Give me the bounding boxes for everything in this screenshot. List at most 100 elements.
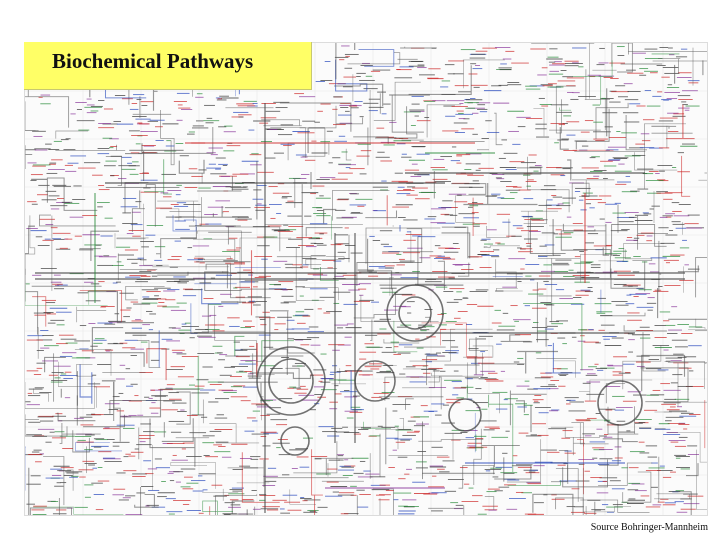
reaction-line (116, 237, 149, 240)
reaction-line (431, 372, 463, 377)
reaction-line (607, 406, 639, 435)
reaction-line (494, 112, 503, 146)
reaction-line (138, 127, 214, 154)
reaction-line (605, 383, 626, 404)
reaction-line (611, 224, 667, 257)
reaction-line (527, 156, 570, 213)
metabolic-cycle (398, 296, 432, 330)
reaction-line (172, 215, 197, 232)
reaction-line (672, 491, 692, 515)
reaction-line (428, 505, 465, 515)
reaction-line (520, 210, 558, 244)
reaction-line (600, 312, 646, 317)
reaction-line (451, 183, 487, 195)
reaction-line (365, 210, 398, 219)
reaction-line (201, 288, 239, 305)
reaction-line (132, 96, 172, 118)
reaction-line (197, 176, 242, 192)
reaction-line (33, 388, 50, 402)
reaction-line (496, 288, 523, 292)
reaction-line (202, 500, 233, 515)
reaction-line (695, 256, 707, 298)
reaction-line (144, 159, 172, 195)
reaction-line (287, 311, 315, 354)
reaction-line (418, 439, 484, 442)
reaction-line (409, 328, 493, 362)
reaction-line (578, 379, 653, 401)
reaction-line (623, 325, 667, 332)
reaction-line (289, 489, 316, 505)
reaction-line (575, 108, 610, 150)
reaction-line (25, 145, 33, 169)
reaction-line (37, 327, 39, 359)
reaction-line (230, 264, 271, 299)
reaction-line (400, 46, 437, 49)
reaction-line (279, 102, 352, 132)
reaction-line (440, 329, 456, 346)
reaction-line (120, 388, 200, 418)
reaction-line (698, 172, 707, 181)
reaction-line (602, 247, 610, 256)
reaction-line (347, 52, 401, 65)
reaction-line (83, 414, 126, 428)
reaction-line (622, 471, 652, 503)
reaction-line (145, 184, 156, 227)
reaction-line (249, 372, 314, 379)
reaction-line (79, 290, 123, 322)
reaction-line (582, 467, 631, 513)
reaction-line (624, 249, 653, 261)
reaction-line (696, 449, 707, 510)
reaction-line (32, 296, 47, 327)
reaction-line (532, 493, 574, 515)
reaction-line (261, 119, 302, 127)
reaction-line (405, 398, 414, 410)
reaction-line (140, 487, 141, 515)
reaction-line (305, 227, 343, 237)
reaction-line (160, 208, 196, 222)
reaction-line (595, 102, 629, 140)
reaction-line (408, 65, 472, 95)
reaction-line (360, 295, 439, 322)
reaction-line (176, 391, 191, 425)
reaction-line (370, 319, 373, 341)
reaction-line (204, 288, 283, 292)
reaction-line (373, 81, 421, 121)
reaction-line (157, 200, 199, 222)
reaction-line (293, 441, 338, 474)
reaction-line (680, 401, 707, 403)
reaction-line (571, 422, 609, 447)
reaction-line (75, 442, 122, 452)
reaction-line (500, 334, 531, 342)
reaction-line (214, 305, 275, 376)
reaction-line (105, 155, 123, 186)
reaction-line (537, 254, 618, 283)
reaction-line (658, 240, 662, 292)
reaction-line (634, 152, 678, 171)
reaction-line (76, 306, 107, 323)
reaction-line (686, 463, 699, 477)
reaction-line (25, 101, 39, 131)
reaction-line (295, 247, 325, 301)
reaction-line (392, 231, 414, 263)
reaction-line (314, 457, 354, 476)
reaction-line (611, 43, 633, 73)
reaction-line (681, 155, 691, 197)
reaction-line (261, 340, 294, 362)
reaction-line (332, 190, 390, 221)
reaction-line (43, 456, 65, 506)
reaction-line (239, 237, 292, 304)
reaction-line (667, 432, 707, 463)
reaction-line (175, 213, 240, 218)
reaction-line (654, 493, 690, 500)
reaction-line (156, 227, 197, 259)
metabolic-cycle (448, 398, 482, 432)
reaction-line (356, 228, 423, 286)
reaction-line (223, 500, 255, 515)
reaction-line (79, 364, 93, 404)
reaction-line (319, 267, 339, 281)
reaction-line (161, 418, 194, 442)
reaction-line (129, 149, 184, 181)
reaction-line (553, 360, 576, 378)
reaction-line (559, 107, 572, 111)
metabolic-cycle (256, 346, 326, 416)
